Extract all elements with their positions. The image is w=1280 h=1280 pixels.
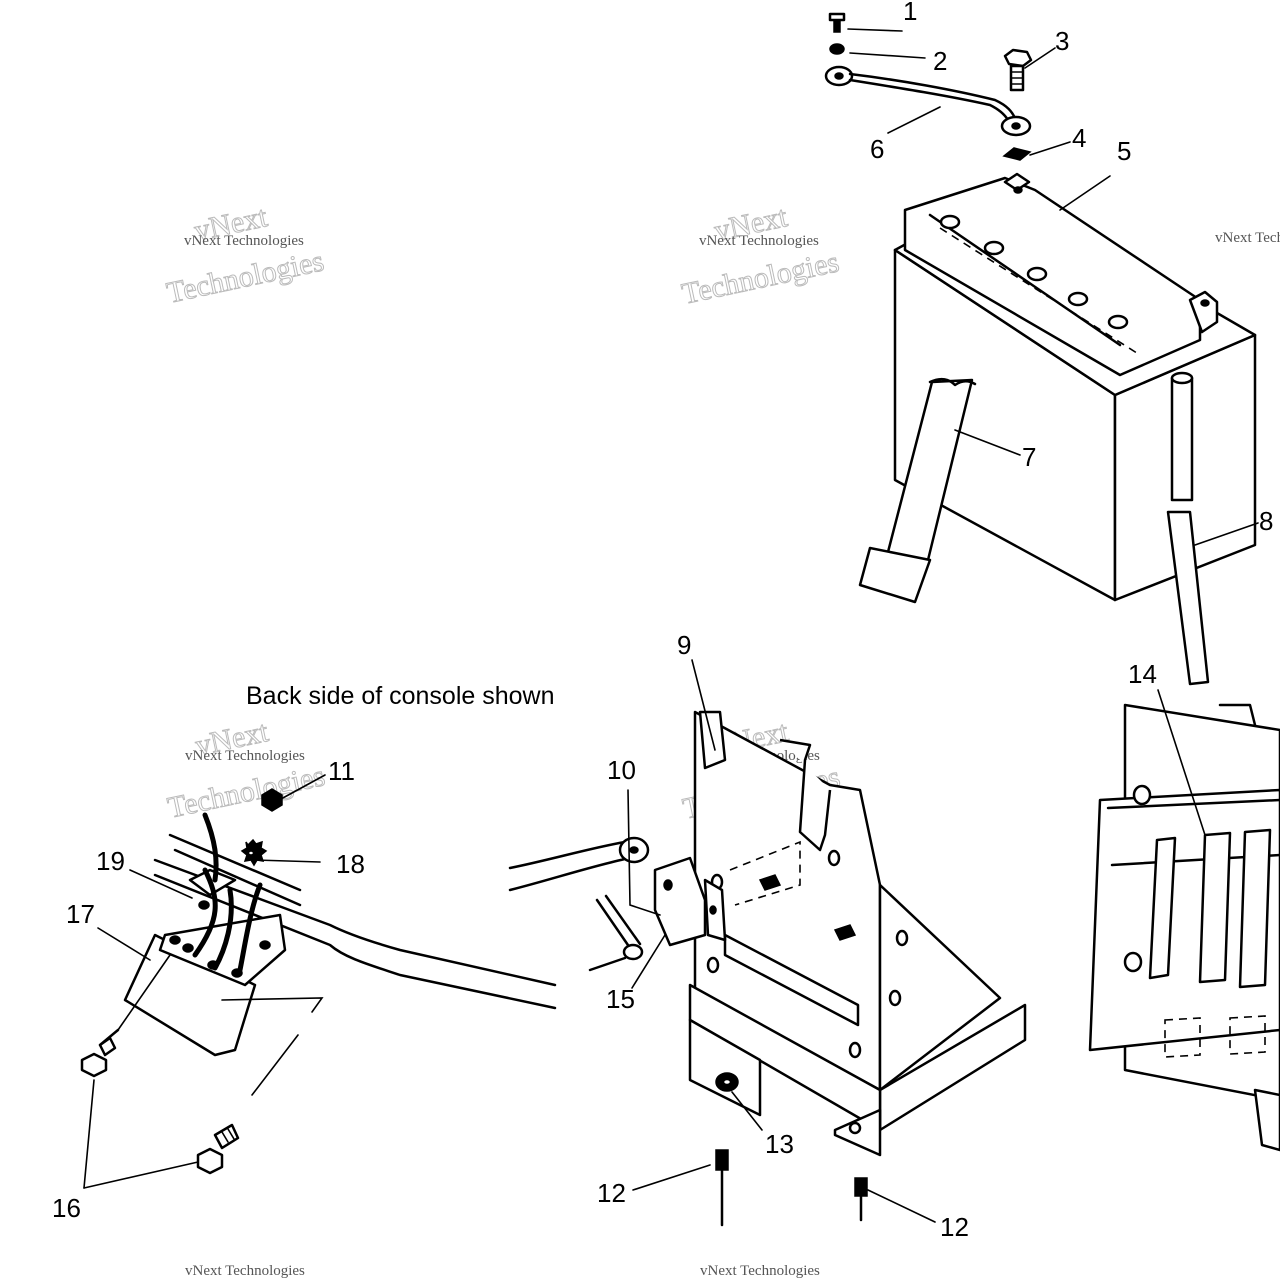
watermark-top-left: vNext Technologies vNext Technologies xyxy=(163,200,327,311)
watermark-top-center: vNext Technologies vNext Technologies xyxy=(678,200,842,312)
callout-9: 9 xyxy=(677,630,691,660)
wire-part-15 xyxy=(588,894,644,972)
svg-text:vNext Technologies: vNext Technologies xyxy=(184,233,304,249)
callout-6: 6 xyxy=(870,134,884,164)
callout-11: 11 xyxy=(328,756,355,786)
washer-part-4 xyxy=(1002,147,1032,161)
diagram-caption: Back side of console shown xyxy=(246,682,555,710)
svg-text:Technologies: Technologies xyxy=(679,245,842,310)
callout-13: 13 xyxy=(765,1129,794,1159)
console-rail xyxy=(153,833,557,1010)
svg-text:vNext Technologies: vNext Technologies xyxy=(700,1263,820,1279)
callout-7: 7 xyxy=(1022,442,1036,472)
callout-2: 2 xyxy=(933,46,947,76)
cable-part-10 xyxy=(508,836,650,892)
screw-part-1 xyxy=(828,12,846,33)
cable-part-6 xyxy=(824,65,1032,137)
callout-5: 5 xyxy=(1117,136,1131,166)
battery-box-part-14 xyxy=(1088,703,1280,1152)
svg-text:vNext Technologies: vNext Technologies xyxy=(185,1263,305,1279)
svg-text:vNext Technologies: vNext Technologies xyxy=(1215,230,1280,246)
nut-part-13 xyxy=(715,1072,739,1092)
screw-part-16-lower xyxy=(196,1123,240,1175)
vent-tube-part-8 xyxy=(1166,371,1210,686)
svg-text:Technologies: Technologies xyxy=(164,244,327,309)
callout-18: 18 xyxy=(336,849,365,879)
star-washer-part-18 xyxy=(240,838,268,867)
svg-text:vNext Technologies: vNext Technologies xyxy=(699,233,819,249)
callout-12-left: 12 xyxy=(597,1178,626,1208)
screw-part-16-upper xyxy=(80,1028,120,1078)
callout-12-right: 12 xyxy=(940,1212,969,1242)
relay-connector xyxy=(653,856,727,947)
nut-part-2 xyxy=(829,43,845,55)
nut-part-11 xyxy=(261,788,283,812)
callout-3: 3 xyxy=(1055,26,1069,56)
fastener-part-12-left xyxy=(715,1149,729,1227)
regulator-part-17 xyxy=(123,868,287,1057)
svg-text:Technologies: Technologies xyxy=(165,759,328,824)
callout-15: 15 xyxy=(606,984,635,1014)
watermark-top-right: vNext Technologies xyxy=(1215,230,1280,246)
callout-19: 19 xyxy=(96,846,125,876)
svg-text:vNext Technologies: vNext Technologies xyxy=(185,748,305,764)
callout-14: 14 xyxy=(1128,659,1157,689)
bolt-part-3 xyxy=(1003,48,1033,92)
callout-16: 16 xyxy=(52,1193,81,1223)
bracket-part-9 xyxy=(688,710,1027,1157)
wire-harness xyxy=(192,812,263,973)
leader-lines xyxy=(83,28,1259,1223)
callout-1: 1 xyxy=(903,0,917,26)
callout-10: 10 xyxy=(607,755,636,785)
assembly-guide-lines xyxy=(221,997,324,1096)
callout-8: 8 xyxy=(1259,506,1273,536)
callout-labels: 1 2 3 4 5 6 7 8 9 10 11 12 12 13 14 15 1… xyxy=(52,0,1273,1242)
fastener-part-12-right xyxy=(854,1177,868,1222)
callout-4: 4 xyxy=(1072,123,1086,153)
callout-17: 17 xyxy=(66,899,95,929)
watermark-bottom-center: vNext Technologies xyxy=(700,1263,820,1279)
watermark-mid-left: vNext Technologies vNext Technologies xyxy=(164,714,328,825)
watermark-bottom-left: vNext Technologies xyxy=(185,1263,305,1279)
strap-part-7 xyxy=(858,377,977,604)
